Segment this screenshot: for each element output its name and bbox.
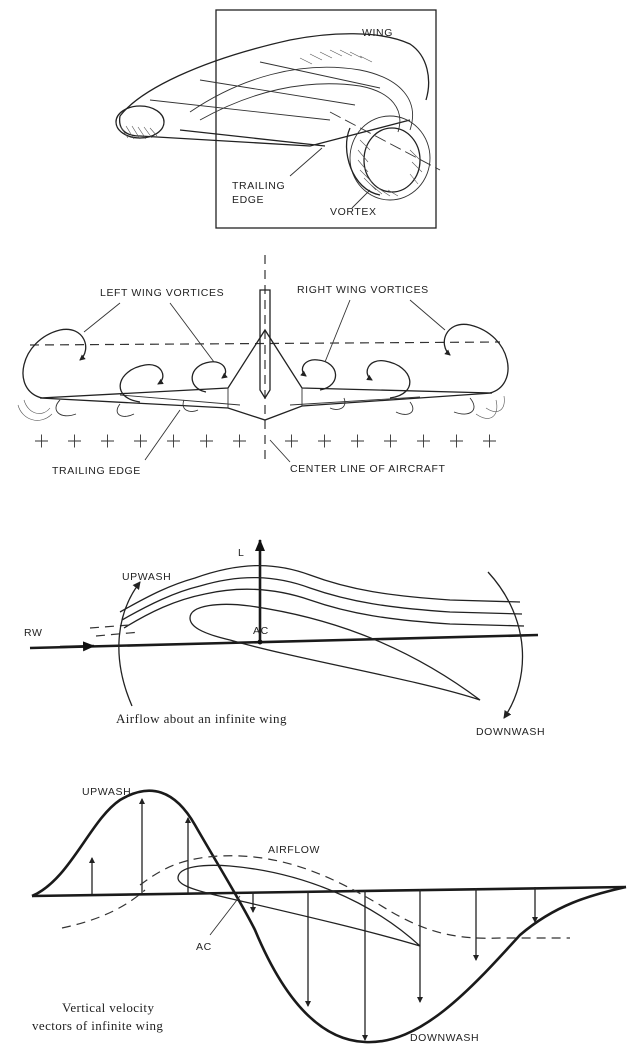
wing-upper-surface [119,33,430,117]
center-line-leader [269,439,291,463]
airfoil-vector-figure [177,864,421,947]
left-vortex-tip-curl [55,399,199,417]
left-vortex-mid [119,364,164,403]
vortex-label: VORTEX [330,206,377,218]
vortex-leader [351,189,371,209]
right-vortices-leader-outer [409,299,446,331]
vortex-outer-ring [349,115,431,201]
airfoil [189,603,481,701]
wing-shading [299,49,373,65]
trailing-edge-leader [289,147,323,177]
relative-wind-line [29,633,539,650]
lift-label: L [238,547,244,559]
airflow-label: AIRFLOW [268,844,320,856]
vortex-core-ellipse [363,127,421,193]
figure-vertical-velocity-vectors: UPWASH AIRFLOW AC DOWNWASH Vertical velo… [31,786,627,1044]
right-vortex-inner [300,359,337,391]
wing-axis-line [329,111,441,171]
right-vortex-outer-hatch [475,395,505,419]
figure-wing-tip-vortex: WING TRAILING EDGE VORTEX [115,9,441,229]
figure-airflow-infinite-wing: L UPWASH RW AC DOWNWASH Airflow about an… [24,539,545,738]
caption-airflow-infinite-wing: Airflow about an infinite wing [116,711,287,726]
airflow-dashed-line [139,855,570,939]
wing-root-section [115,105,165,139]
left-vortices-leader-outer [83,302,121,333]
left-vortices-leader-inner [169,302,215,363]
wing-trailing-edge-line [179,129,326,147]
caption-vertical-velocity-line1: Vertical velocity [62,1000,154,1015]
wing-root-lines [119,388,421,408]
aerodynamic-center-point [257,639,263,645]
caption-vertical-velocity-line2: vectors of infinite wing [32,1018,163,1033]
velocity-baseline [31,885,627,898]
right-vortex-tip-curl [329,397,475,415]
pressure-plus-signs [35,434,496,448]
relative-wind-label: RW [24,627,43,639]
upwash-label-4: UPWASH [82,786,131,798]
ac-label-3: AC [253,625,269,637]
downwash-label-4: DOWNWASH [410,1032,479,1044]
wing-panel-frame [215,9,437,229]
wing-leading-edge [118,115,411,147]
trailing-edge-leader-2 [144,409,181,461]
streamline-2 [121,576,523,621]
left-vortex-inner [191,361,228,393]
vortex-spiral-lead [345,127,381,196]
vortex-streamer-upper [189,66,413,131]
wing-label: WING [362,27,393,39]
relative-wind-arrow [59,641,95,652]
fuselage [259,289,271,400]
left-wing-vortices-label: LEFT WING VORTICES [100,287,224,299]
streamline-4-dashed [89,624,141,637]
wing-chord-lines [149,61,381,121]
airflow-dashed-tail [61,889,146,929]
downwash-label-3: DOWNWASH [476,726,545,738]
figure-aircraft-wing-vortices: LEFT WING VORTICES RIGHT WING VORTICES T… [17,255,509,477]
streamline-1 [119,564,521,613]
ac-leader-4 [209,895,241,936]
right-wing-vortices-label: RIGHT WING VORTICES [297,284,429,296]
vortex-streamer-lower [199,83,401,133]
wing-root-hatching [119,125,158,140]
downwash-arc [487,571,524,719]
left-vortex-outer [22,328,87,399]
right-vortex-mid [366,360,411,399]
trailing-label-line2: EDGE [232,194,264,206]
center-line-label: CENTER LINE OF AIRCRAFT [290,463,446,475]
velocity-envelope-curve [31,789,627,1044]
upwash-label-3: UPWASH [122,571,171,583]
left-vortex-outer-hatch [17,399,53,421]
ac-label-4: AC [196,941,212,953]
right-vortex-outer [443,323,509,394]
vortex-hatching [357,139,423,197]
upwash-arc [118,581,141,707]
horizontal-reference-dashed [29,341,501,346]
trailing-edge-label: TRAILING EDGE [52,465,141,477]
right-vortices-leader-inner [324,299,351,363]
streamline-3 [123,588,525,629]
wing-planform [39,328,493,421]
trailing-label-line1: TRAILING [232,180,285,192]
